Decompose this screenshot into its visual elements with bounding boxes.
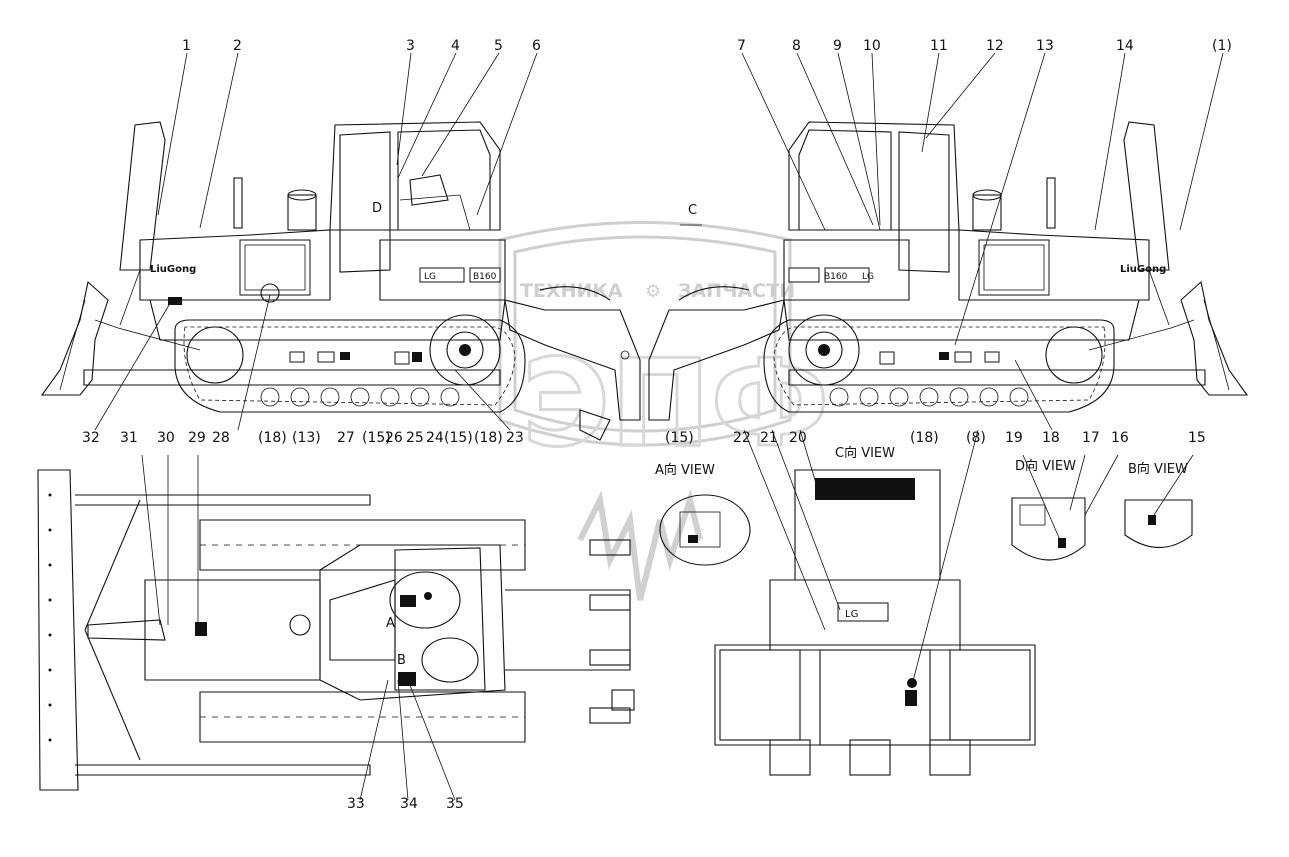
callout-32: 32 (82, 430, 100, 446)
callout-33: 33 (347, 796, 365, 812)
callout-22: 22 (733, 430, 751, 446)
callout-26: 26 (385, 430, 403, 446)
brand-right: LiuGong (1120, 264, 1166, 275)
callout-13: 13 (1036, 38, 1054, 54)
callout-34: 34 (400, 796, 418, 812)
callout-paren-15-b: (15) (444, 430, 473, 446)
callouts-middle: 32 31 30 29 28 (18) (13) 27 (15) 26 25 2… (82, 430, 1206, 446)
callout-2: 2 (233, 38, 242, 54)
callout-4: 4 (451, 38, 460, 54)
callout-paren-18-a: (18) (258, 430, 287, 446)
watermark-right: ЗАПЧАСТИ (678, 280, 795, 302)
callout-20: 20 (789, 430, 807, 446)
callout-18: 18 (1042, 430, 1060, 446)
rear-view: LG (714, 469, 1036, 776)
brand-left: LiuGong (150, 264, 196, 275)
label-d-view: D向 VIEW (1015, 458, 1076, 474)
wheat-emblem (577, 489, 703, 601)
callout-paren-15-a: (15) (362, 430, 391, 446)
callout-30: 30 (157, 430, 175, 446)
callout-27: 27 (337, 430, 355, 446)
model-right: B160 (824, 272, 848, 282)
callout-28: 28 (212, 430, 230, 446)
callout-19: 19 (1005, 430, 1023, 446)
callout-9: 9 (833, 38, 842, 54)
track-pads (200, 544, 525, 718)
callout-paren-13: (13) (292, 430, 321, 446)
callout-35: 35 (446, 796, 464, 812)
callout-paren-18-b: (18) (474, 430, 503, 446)
view-labels: C D A B A向 VIEW C向 VIEW D向 VIEW B向 VIEW (372, 201, 1188, 668)
callout-paren-15-c: (15) (665, 430, 694, 446)
callout-paren-8: (8) (966, 430, 986, 446)
callout-paren-18-c: (18) (910, 430, 939, 446)
callouts-top: 1 2 3 4 5 6 7 8 9 10 11 12 13 14 (1) (182, 38, 1232, 54)
callout-6: 6 (532, 38, 541, 54)
callout-25: 25 (406, 430, 424, 446)
callout-paren-1: (1) (1212, 38, 1232, 54)
logo-right: LG (862, 272, 874, 282)
label-a: A (386, 616, 395, 631)
detail-d-view (1011, 497, 1086, 561)
callout-16: 16 (1111, 430, 1129, 446)
callout-24: 24 (426, 430, 444, 446)
callout-23: 23 (506, 430, 524, 446)
watermark-left: ТЕХНИКА (520, 280, 623, 302)
label-b: B (397, 653, 406, 668)
top-view (37, 469, 635, 791)
left-side-view: LG B160 LiuGong (40, 121, 526, 413)
callout-7: 7 (737, 38, 746, 54)
leader-lines (94, 52, 1224, 801)
logo-left: LG (424, 272, 436, 282)
callout-31: 31 (120, 430, 138, 446)
callouts-bottom: 33 34 35 (347, 796, 464, 812)
callout-21: 21 (760, 430, 778, 446)
label-d: D (372, 201, 382, 216)
callout-5: 5 (494, 38, 503, 54)
model-left: B160 (473, 272, 497, 282)
callout-10: 10 (863, 38, 881, 54)
logo-rear: LG (845, 609, 858, 620)
blade-holes (48, 493, 52, 742)
detail-b-view (1124, 499, 1193, 548)
callout-12: 12 (986, 38, 1004, 54)
watermark: ТЕХНИКА ЗАПЧАСТИ ⚙ ЭПФ (498, 221, 831, 601)
callout-29: 29 (188, 430, 206, 446)
callout-11: 11 (930, 38, 948, 54)
watermark-letters: ЭПФ (522, 335, 830, 474)
callout-8: 8 (792, 38, 801, 54)
callout-3: 3 (406, 38, 415, 54)
ripper-left (504, 286, 641, 441)
label-c-top: C (688, 203, 697, 218)
callout-17: 17 (1082, 430, 1100, 446)
callout-14: 14 (1116, 38, 1134, 54)
detail-a-view (659, 494, 751, 566)
right-side-view (648, 121, 1249, 421)
callout-15: 15 (1188, 430, 1206, 446)
callout-1: 1 (182, 38, 191, 54)
rollers-left (260, 387, 460, 407)
label-a-view: A向 VIEW (655, 462, 715, 478)
gear-icon: ⚙ (645, 281, 661, 302)
label-b-view: B向 VIEW (1128, 461, 1188, 477)
label-c-view: C向 VIEW (835, 445, 895, 461)
